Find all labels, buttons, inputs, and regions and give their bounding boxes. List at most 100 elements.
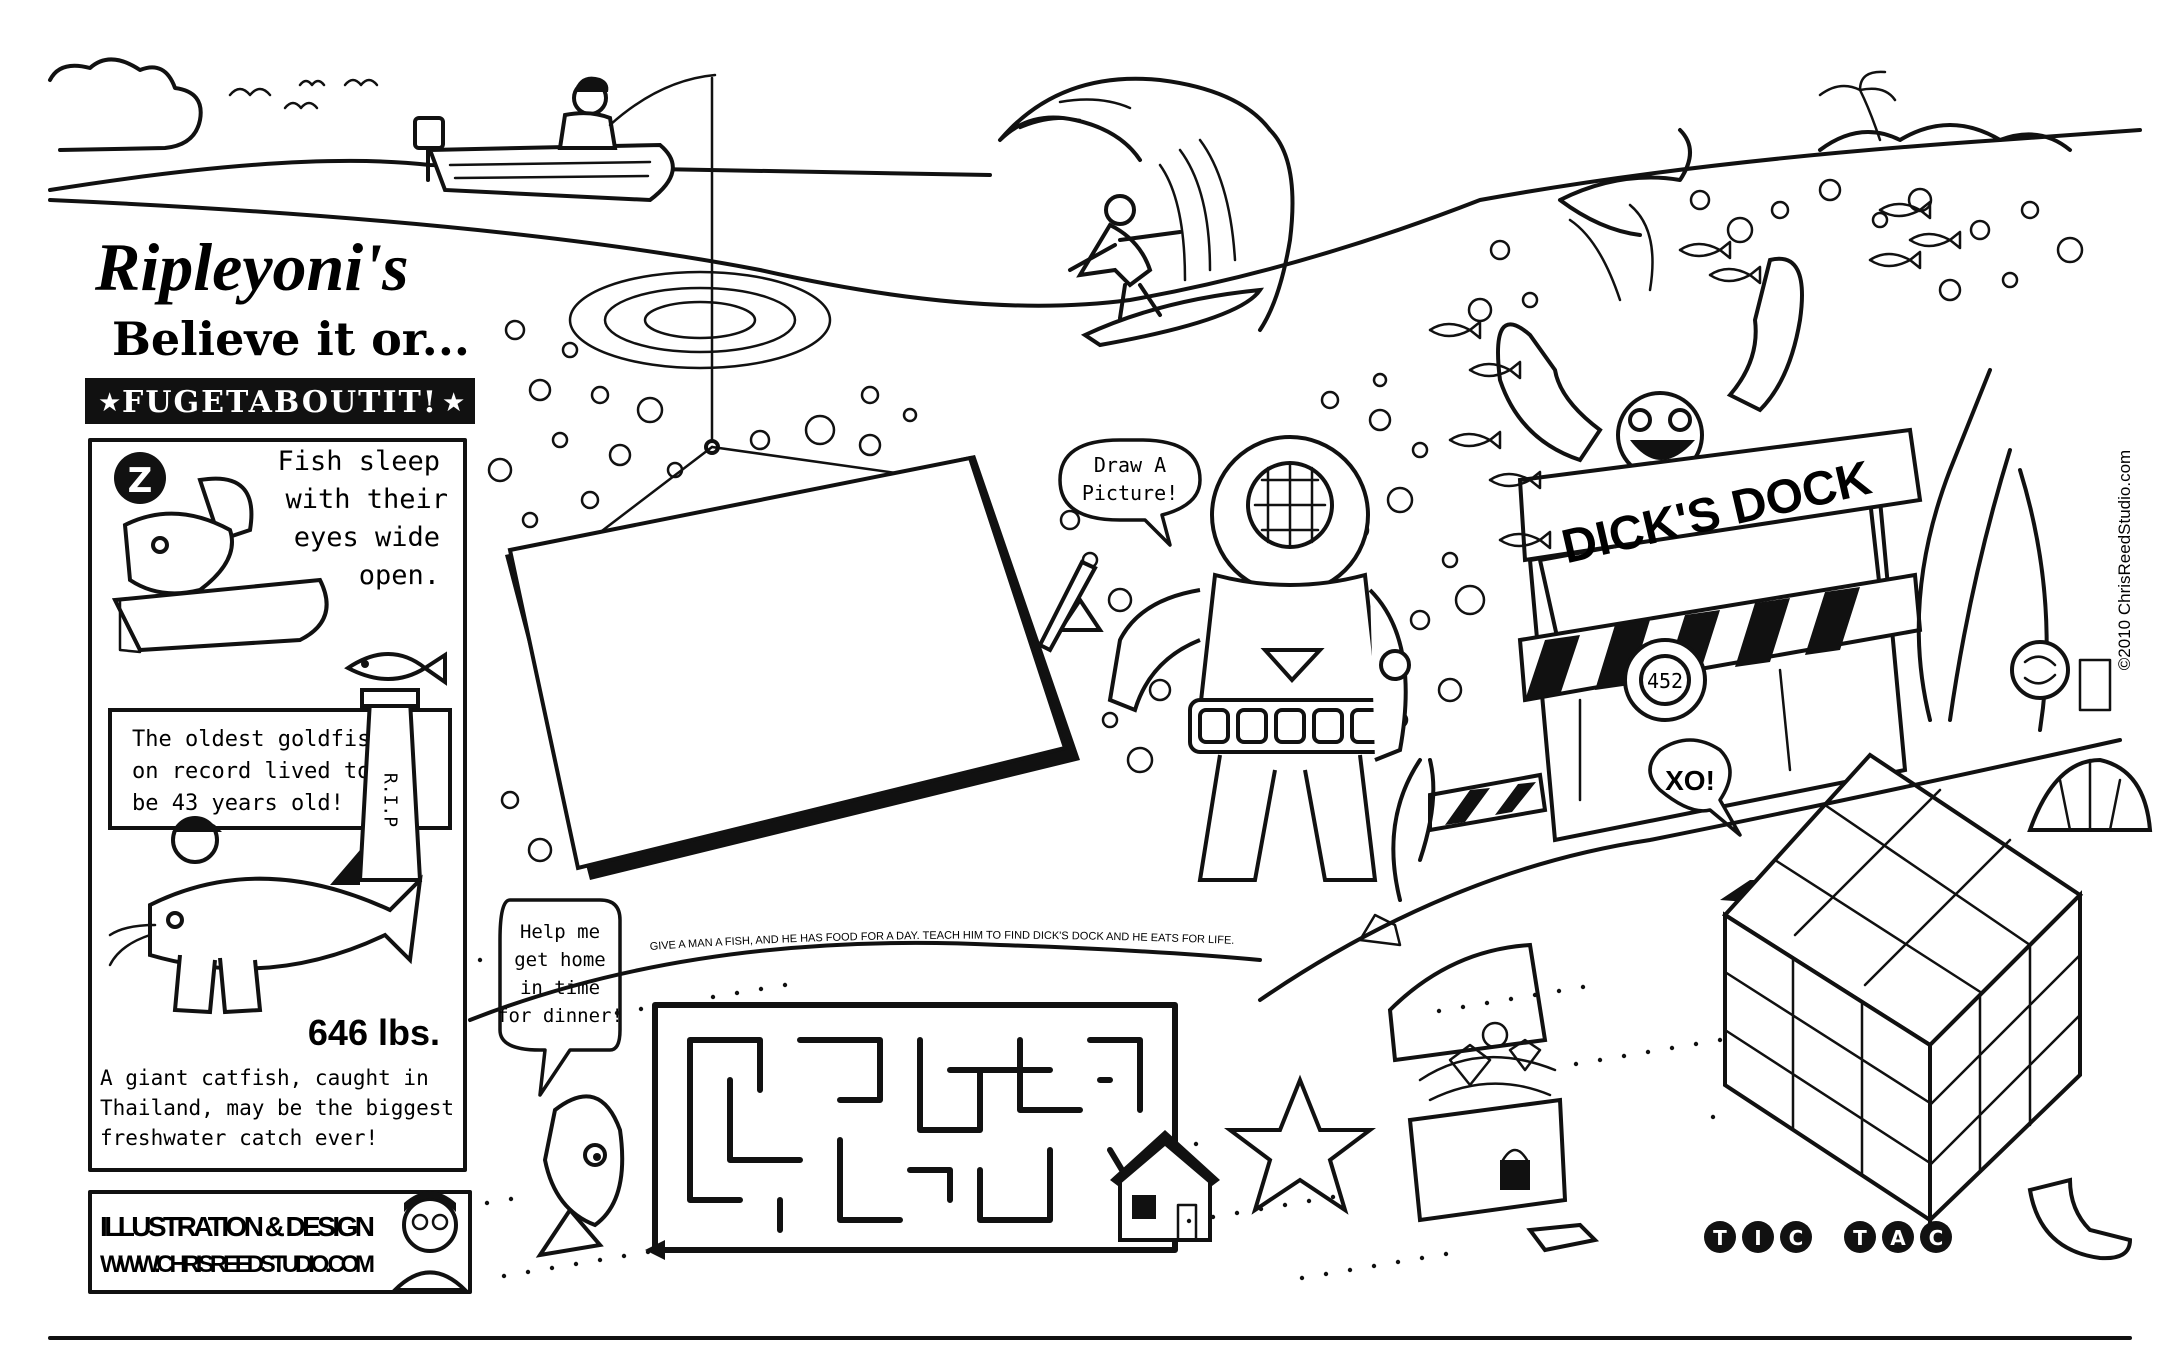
fact-sleep-line: eyes wide bbox=[294, 522, 440, 553]
small-fish-icon bbox=[1428, 320, 1482, 340]
bubble bbox=[1726, 216, 1754, 244]
seabed-dots bbox=[477, 957, 1723, 1281]
small-fish-icon bbox=[1488, 470, 1542, 490]
seabed-dot bbox=[1258, 1206, 1264, 1212]
bubble bbox=[1386, 486, 1414, 514]
small-fish-icon bbox=[1448, 430, 1502, 450]
fish-bubble-line: get home bbox=[514, 949, 606, 971]
seabed-dot bbox=[1460, 1004, 1466, 1010]
fact-sleep-line: Fish sleep bbox=[277, 446, 440, 477]
fish-school bbox=[1428, 200, 1962, 550]
fact-catfish-line: Thailand, may be the biggest bbox=[100, 1096, 454, 1120]
treasure-chest bbox=[1387, 942, 1600, 1253]
seabed-dot bbox=[1508, 996, 1514, 1002]
seabed-dot bbox=[549, 1265, 555, 1271]
seabed-dot bbox=[1717, 1037, 1723, 1043]
sidebar: Ripleyoni's Believe it or... ★ ★ FUGETAB… bbox=[85, 229, 475, 1294]
dicks-dock: DICK'S DOCK 452 bbox=[1391, 203, 2112, 902]
tic-letter: C bbox=[1789, 1226, 1804, 1250]
bubble bbox=[580, 490, 600, 510]
tac-letter: A bbox=[1890, 1226, 1906, 1250]
seabed-dot bbox=[525, 1269, 531, 1275]
seabed-dot bbox=[710, 994, 716, 1000]
tic-tac-toe-cube bbox=[1720, 752, 2133, 1261]
bubble bbox=[551, 431, 569, 449]
fish-bubble-line: for dinner! bbox=[497, 1005, 623, 1027]
xo-speech-bubble bbox=[1648, 738, 1742, 837]
seabed-dot bbox=[508, 1196, 514, 1202]
bubble bbox=[1969, 219, 1991, 241]
fish-bubble-line: Help me bbox=[520, 921, 600, 943]
bubble bbox=[804, 414, 836, 446]
banner-box bbox=[85, 378, 475, 424]
star-icon: ★ bbox=[442, 388, 465, 418]
crab-claw bbox=[1726, 256, 1804, 413]
bird-icon bbox=[343, 78, 379, 87]
bubble bbox=[1454, 584, 1486, 616]
fish-speech-bubble bbox=[498, 898, 622, 1097]
seabed-dot bbox=[1556, 988, 1562, 994]
tic-letter: T bbox=[1713, 1226, 1727, 1250]
bubble bbox=[1372, 372, 1388, 388]
seabed-dot bbox=[1419, 1255, 1425, 1261]
small-fish-icon bbox=[1708, 265, 1762, 285]
seabed-dot bbox=[1347, 1267, 1353, 1273]
diver-bubble-line: Draw A bbox=[1094, 453, 1166, 477]
palm-tree-icon bbox=[1818, 70, 1897, 142]
seabed-dot bbox=[1484, 1000, 1490, 1006]
seabed-rock bbox=[1358, 913, 1402, 947]
diver-speech-bubble bbox=[1058, 438, 1202, 547]
seabed-dot bbox=[1299, 1275, 1305, 1281]
bubble bbox=[487, 457, 513, 483]
bubble bbox=[1320, 390, 1340, 410]
seabed-dot bbox=[638, 1006, 644, 1012]
seabed-dot bbox=[1323, 1271, 1329, 1277]
seabed-dot bbox=[614, 1010, 620, 1016]
bubble bbox=[590, 385, 610, 405]
fact-sleep-line: open. bbox=[359, 560, 440, 591]
bubble bbox=[860, 385, 880, 405]
brand-tagline: Believe it or... bbox=[112, 312, 470, 366]
seabed-dot bbox=[782, 982, 788, 988]
fact-goldfish-line: be 43 years old! bbox=[132, 791, 344, 816]
bubble bbox=[1441, 551, 1459, 569]
credit-line: WWW.CHRISREEDSTUDIO.COM bbox=[100, 1251, 375, 1278]
bubble bbox=[902, 407, 918, 423]
water-ripples bbox=[568, 270, 832, 370]
dock-number: 452 bbox=[1647, 669, 1683, 693]
seabed-dot bbox=[1234, 1210, 1240, 1216]
bubble bbox=[1818, 178, 1842, 202]
seabed-dot bbox=[1436, 1008, 1442, 1014]
seabed-dot bbox=[1669, 1045, 1675, 1051]
small-fish-icon bbox=[1498, 530, 1552, 550]
xo-text: XO! bbox=[1665, 765, 1715, 796]
seabed-dot bbox=[758, 986, 764, 992]
lost-fish bbox=[535, 1094, 625, 1258]
bubble bbox=[1437, 677, 1463, 703]
bubble bbox=[1467, 297, 1493, 323]
bubble bbox=[500, 790, 520, 810]
pencil-icon bbox=[1037, 559, 1098, 653]
seabed-dot bbox=[1306, 1198, 1312, 1204]
island bbox=[1818, 123, 2072, 152]
seabed-dot bbox=[1710, 1114, 1716, 1120]
foot-icon bbox=[2027, 1177, 2133, 1261]
crab-claw bbox=[1496, 322, 1603, 463]
seabed-dot bbox=[1371, 1263, 1377, 1269]
sea-floor bbox=[468, 738, 2122, 1022]
catfish-weight: 646 lbs. bbox=[308, 1012, 440, 1053]
catfish-catch bbox=[108, 816, 423, 1015]
bubble bbox=[2056, 236, 2084, 264]
bubble bbox=[1489, 239, 1511, 261]
seabed-dot bbox=[477, 957, 483, 963]
bubble bbox=[1148, 678, 1172, 702]
fact-catfish-line: A giant catfish, caught in bbox=[100, 1066, 429, 1090]
tombstone-text: R.I.P bbox=[380, 773, 401, 827]
small-fish-icon bbox=[1908, 230, 1962, 250]
bubble bbox=[749, 429, 771, 451]
cloud-icon bbox=[48, 57, 203, 152]
bubble bbox=[561, 341, 579, 359]
tac-letter: C bbox=[1929, 1226, 1944, 1250]
seabed-dot bbox=[645, 1249, 651, 1255]
bubble bbox=[2020, 200, 2040, 220]
